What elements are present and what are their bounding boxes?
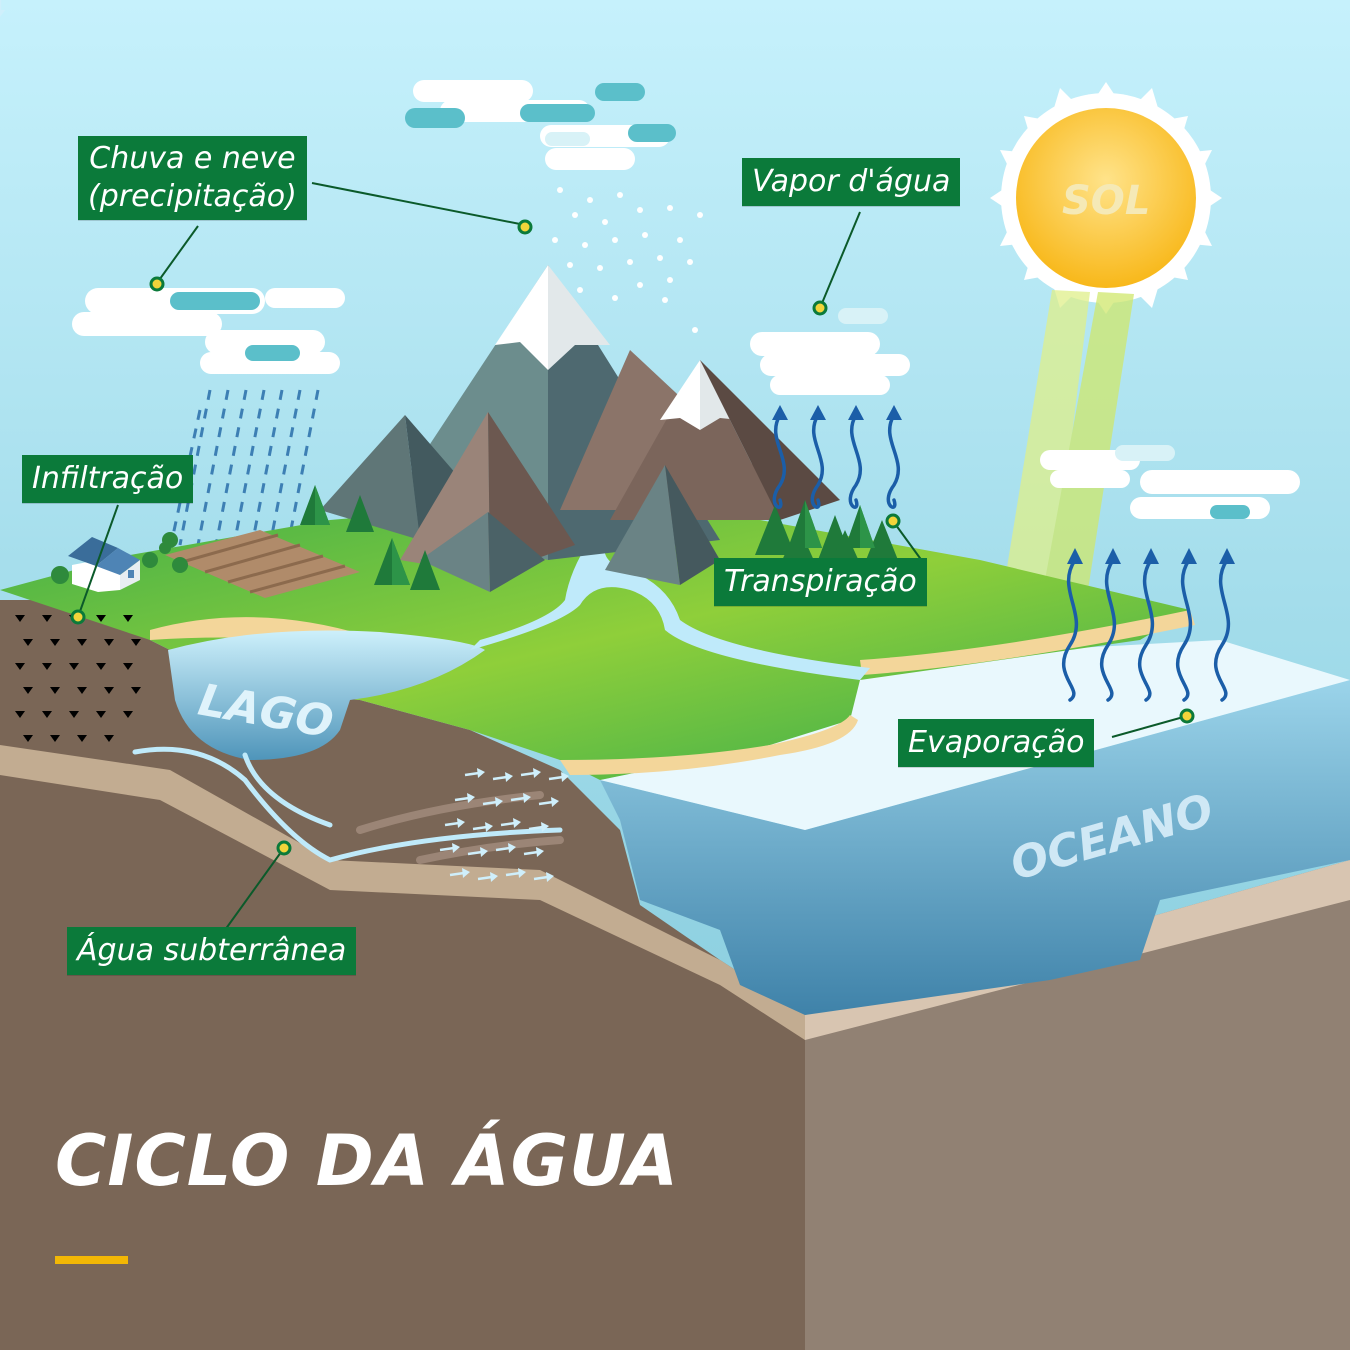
mountain-icon xyxy=(320,265,840,592)
tree-icon xyxy=(51,532,188,584)
farm-field xyxy=(165,530,360,598)
house-icon xyxy=(68,537,140,592)
page-title: CICLO DA ÁGUA xyxy=(55,1120,679,1202)
infiltration-arrow-icon xyxy=(0,0,5,17)
transpiration-label: Transpiração xyxy=(714,558,927,606)
sun-icon xyxy=(990,82,1222,314)
evaporation-arrow-icon xyxy=(1062,558,1231,702)
infiltration-label: Infiltração xyxy=(22,455,194,503)
lake xyxy=(168,630,485,760)
groundwater-label: Água subterrânea xyxy=(67,927,357,975)
rain-icon xyxy=(170,389,320,546)
evaporation-label: Evaporação xyxy=(898,719,1095,767)
soil-layer xyxy=(0,745,805,1040)
cloud-icon xyxy=(72,80,1300,519)
vapor-arrow-icon xyxy=(772,413,901,509)
water-vapor-label: Vapor d'água xyxy=(742,158,961,206)
soil-front xyxy=(0,600,805,1350)
ocean-front xyxy=(600,680,1350,1015)
snow-icon xyxy=(552,187,703,333)
river xyxy=(470,510,870,680)
groundwater-flow xyxy=(132,746,563,863)
label-markers xyxy=(70,219,1195,856)
precipitation-label: Chuva e neve (precipitação) xyxy=(78,136,307,220)
leader-lines xyxy=(77,182,1188,931)
sun-label: SOL xyxy=(1062,178,1151,224)
title-underline xyxy=(55,1256,128,1264)
